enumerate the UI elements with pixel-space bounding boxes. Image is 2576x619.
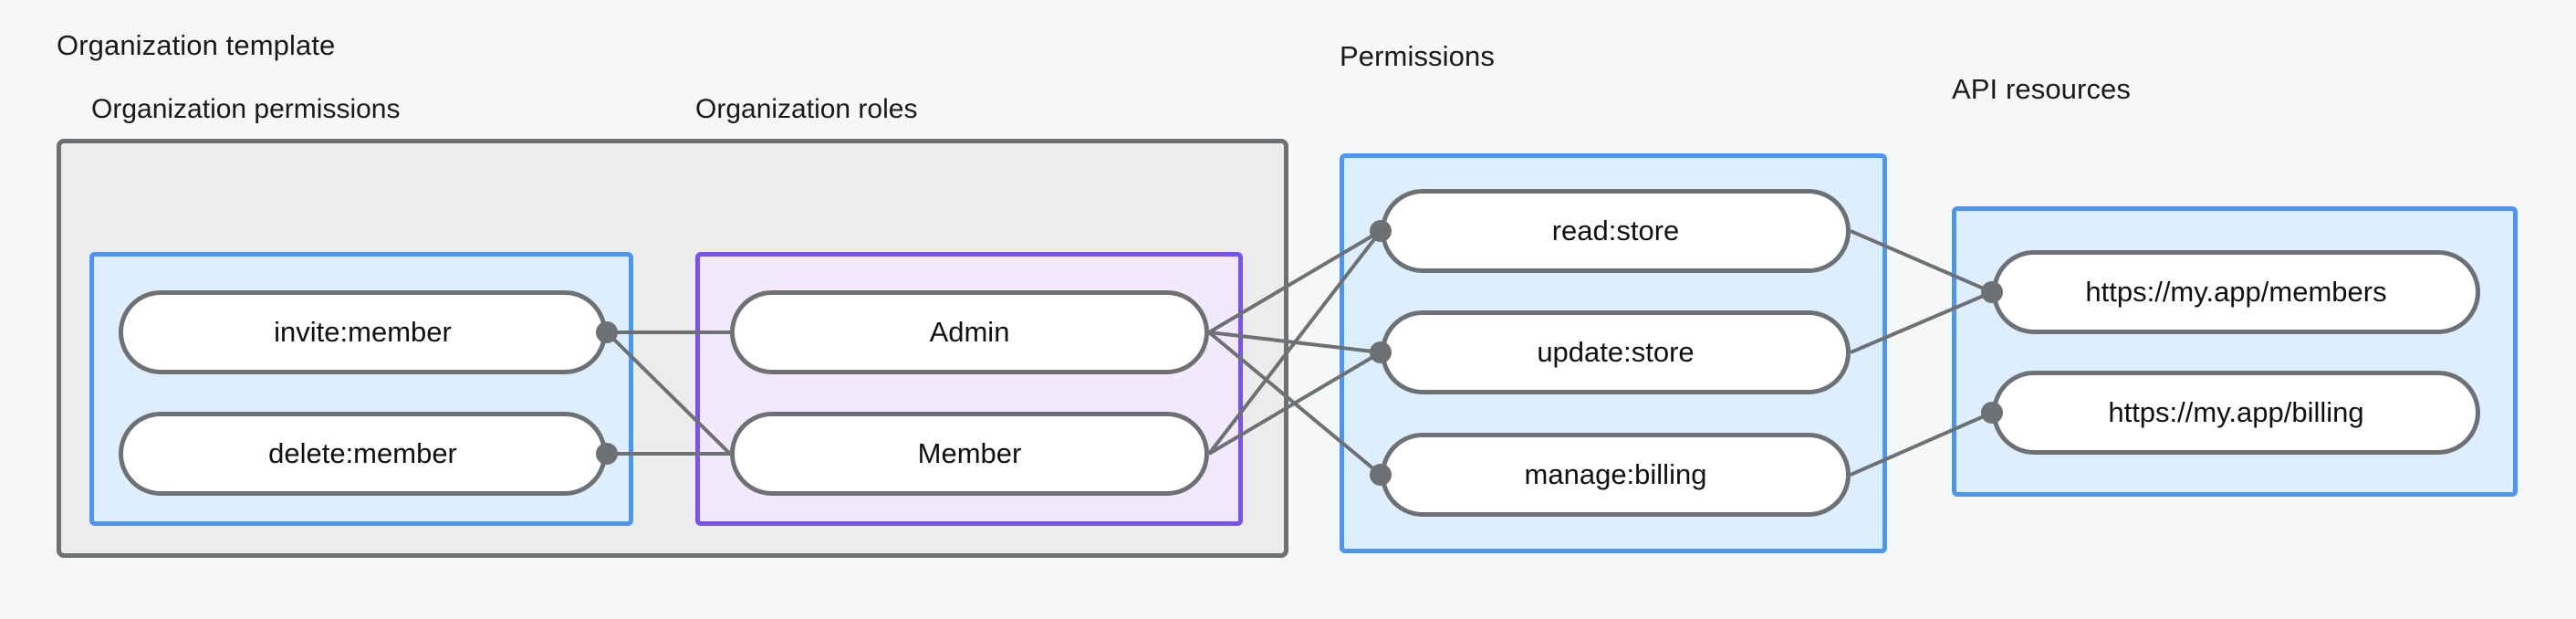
node-label: Member <box>917 437 1022 469</box>
node-read-store[interactable]: read:store <box>1381 189 1851 273</box>
node-members-url[interactable]: https://my.app/members <box>1992 250 2480 334</box>
node-admin[interactable]: Admin <box>730 290 1209 374</box>
group-label-permissions: Permissions <box>1340 40 1495 72</box>
node-delete-member[interactable]: delete:member <box>119 412 607 496</box>
node-label: update:store <box>1537 336 1695 368</box>
node-label: delete:member <box>268 437 457 469</box>
node-label: manage:billing <box>1524 458 1707 490</box>
node-billing-url[interactable]: https://my.app/billing <box>1992 371 2480 455</box>
group-label-api-resources: API resources <box>1952 73 2131 105</box>
node-manage-billing[interactable]: manage:billing <box>1381 433 1851 517</box>
node-label: invite:member <box>274 316 452 348</box>
node-label: read:store <box>1551 215 1680 247</box>
subgroup-label-organization-permissions: Organization permissions <box>91 94 401 124</box>
group-label-organization-template: Organization template <box>57 29 336 61</box>
node-label: Admin <box>929 316 1010 348</box>
node-member[interactable]: Member <box>730 412 1209 496</box>
node-label: https://my.app/members <box>2085 276 2387 308</box>
node-invite-member[interactable]: invite:member <box>119 290 607 374</box>
node-update-store[interactable]: update:store <box>1381 310 1851 394</box>
node-label: https://my.app/billing <box>2108 396 2364 428</box>
subgroup-label-organization-roles: Organization roles <box>695 94 918 124</box>
